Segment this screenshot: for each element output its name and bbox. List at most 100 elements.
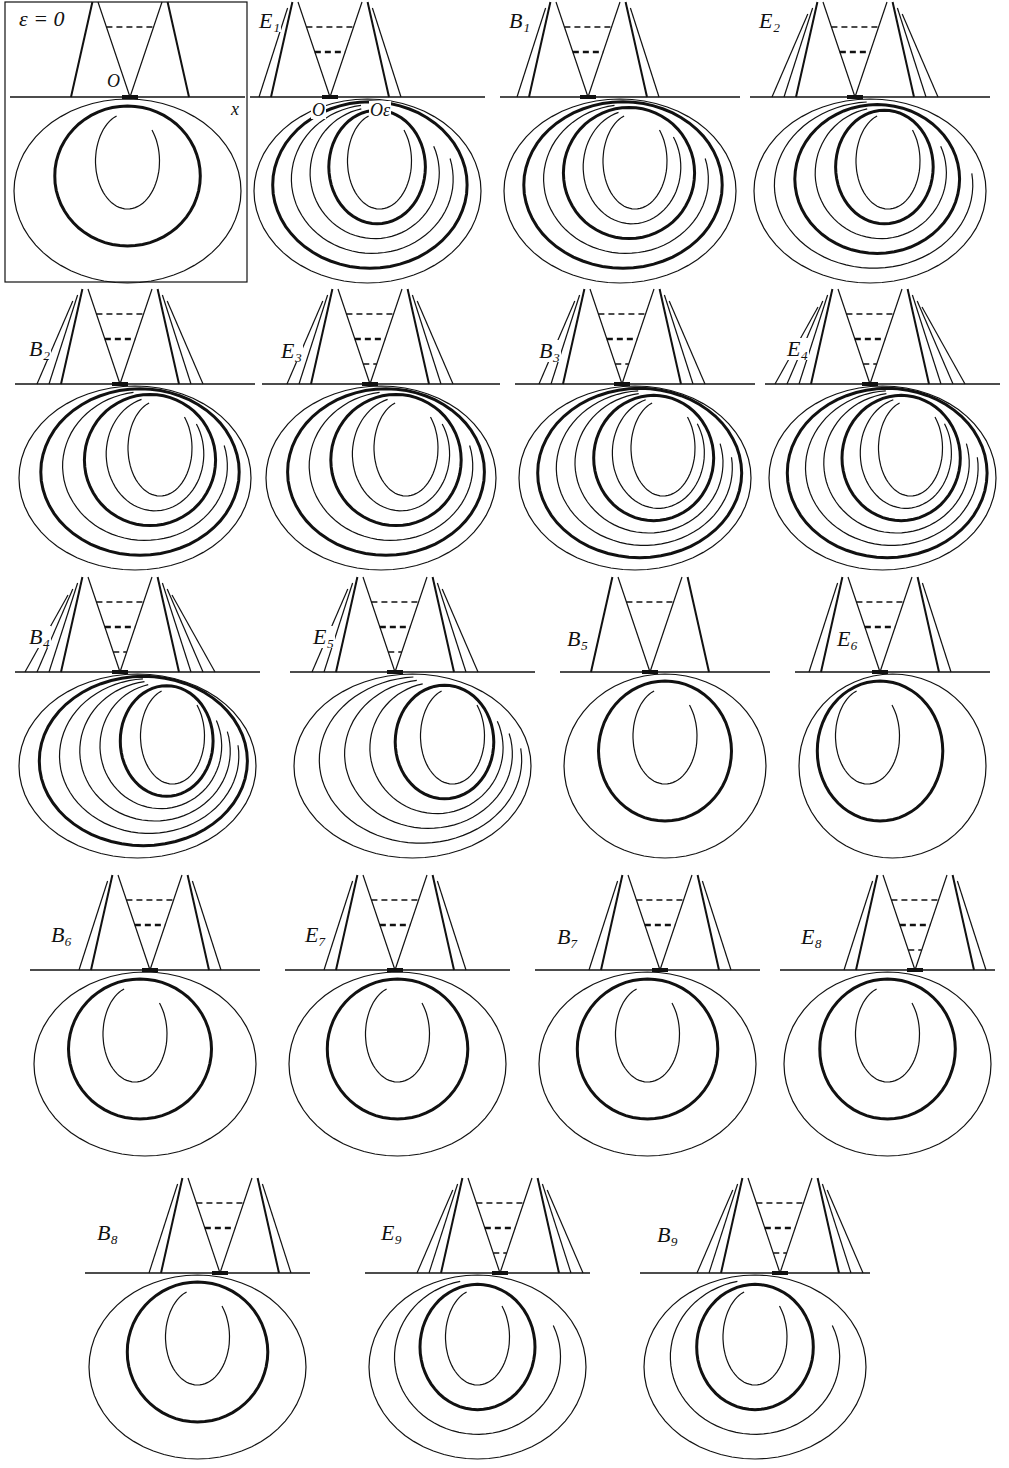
trajectory-line xyxy=(883,875,915,970)
orbit-curve xyxy=(754,99,986,283)
trajectory-line xyxy=(831,26,878,27)
trajectory-line xyxy=(96,601,143,602)
trajectory-line xyxy=(363,875,395,970)
trajectory-line xyxy=(168,2,189,97)
orbit-curve xyxy=(824,394,969,533)
case-label: E₅ xyxy=(312,626,335,648)
orbit-curve xyxy=(856,989,920,1082)
orbit-curve xyxy=(34,972,256,1156)
trajectory-line xyxy=(628,875,660,970)
trajectory-line xyxy=(372,8,401,97)
trajectory-line xyxy=(188,1178,220,1273)
trajectory-line xyxy=(370,289,402,384)
trajectory-line xyxy=(120,577,152,672)
orbit-curve xyxy=(603,116,667,209)
orbit-curve xyxy=(14,99,241,283)
trajectory-line xyxy=(205,1227,235,1229)
trajectory-line xyxy=(417,1190,453,1273)
trajectory-line xyxy=(113,651,126,652)
trajectory-line xyxy=(957,881,986,970)
orbit-curve xyxy=(395,1281,561,1434)
orbit-curve xyxy=(563,107,694,238)
trajectory-line xyxy=(355,338,385,340)
point-label: O xyxy=(311,101,326,119)
trajectory-line xyxy=(285,969,510,970)
orbit-curve xyxy=(670,1281,839,1434)
trajectory-line xyxy=(784,8,813,97)
trajectory-line xyxy=(395,577,427,672)
trajectory-line xyxy=(870,289,902,384)
orbit-curve xyxy=(421,691,485,784)
trajectory-line xyxy=(855,338,885,340)
trajectory-line xyxy=(262,383,500,384)
trajectory-line xyxy=(363,577,395,672)
axis-label: x xyxy=(230,100,240,118)
orbit-curve xyxy=(795,105,960,254)
trajectory-line xyxy=(780,1178,812,1273)
trajectory-line xyxy=(250,96,485,97)
orbit-curve xyxy=(288,389,485,555)
trajectory-line xyxy=(900,924,930,926)
trajectory-line xyxy=(618,577,650,672)
orbit-curve xyxy=(273,102,467,268)
orbit-curve xyxy=(166,1292,230,1385)
trajectory-line xyxy=(259,8,288,97)
trajectory-line xyxy=(626,601,673,602)
trajectory-line xyxy=(371,899,418,900)
orbit-curve xyxy=(331,394,461,525)
trajectory-line xyxy=(290,671,535,672)
orbit-curve xyxy=(616,989,680,1082)
orbit-curve xyxy=(538,388,742,557)
orbit-curve xyxy=(319,677,521,843)
orbit-curve xyxy=(348,116,412,209)
trajectory-line xyxy=(88,577,120,672)
trajectory-line xyxy=(590,289,622,384)
orbit-curve xyxy=(633,691,697,784)
orbit-curve xyxy=(769,386,996,570)
trajectory-line xyxy=(915,875,947,970)
trajectory-line xyxy=(650,577,682,672)
trajectory-line xyxy=(220,1178,252,1273)
trajectory-line xyxy=(748,1178,780,1273)
trajectory-line xyxy=(880,577,912,672)
trajectory-line xyxy=(640,1272,870,1273)
orbit-curve xyxy=(577,979,718,1119)
orbit-curve xyxy=(820,979,956,1119)
trajectory-line xyxy=(363,363,376,364)
trajectory-line xyxy=(30,969,260,970)
orbit-curve xyxy=(63,392,228,540)
trajectory-line xyxy=(299,295,328,384)
trajectory-line xyxy=(630,8,659,97)
orbit-curve xyxy=(352,399,449,510)
trajectory-line xyxy=(417,301,453,384)
trajectory-line xyxy=(535,969,760,970)
trajectory-line xyxy=(330,2,362,97)
trajectory-line xyxy=(547,1190,583,1273)
case-label: B₅ xyxy=(566,628,589,650)
trajectory-line xyxy=(636,899,683,900)
trajectory-line xyxy=(838,289,870,384)
orbit-curve xyxy=(103,989,167,1082)
orbit-curve xyxy=(60,679,239,833)
trajectory-line xyxy=(865,626,895,628)
trajectory-line xyxy=(922,307,965,384)
trajectory-line xyxy=(750,96,990,97)
orbit-curve xyxy=(539,972,756,1156)
trajectory-line xyxy=(844,881,873,970)
trajectory-line xyxy=(442,589,478,672)
trajectory-line xyxy=(500,1178,532,1273)
case-label: E₈ xyxy=(800,926,823,948)
trajectory-line xyxy=(500,96,740,97)
trajectory-line xyxy=(827,1190,863,1273)
trajectory-line xyxy=(912,295,941,384)
orbit-curve xyxy=(120,686,213,797)
orbit-curve xyxy=(329,110,426,224)
trajectory-line xyxy=(338,289,370,384)
trajectory-line xyxy=(192,881,221,970)
orbit-curve xyxy=(370,684,503,814)
trajectory-line xyxy=(493,1252,506,1253)
trajectory-line xyxy=(262,1184,291,1273)
orbit-curve xyxy=(842,395,960,520)
orbit-curve xyxy=(594,395,714,520)
